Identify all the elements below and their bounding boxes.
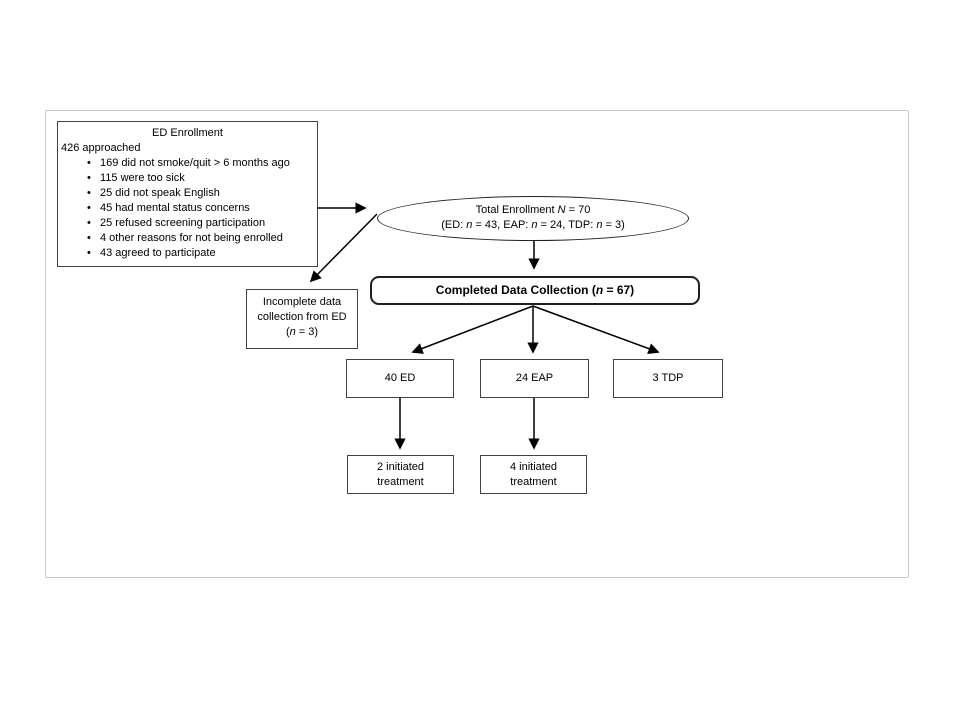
node-incomplete-data: Incomplete data collection from ED (n = … — [246, 289, 358, 349]
incomplete-data-line1: Incomplete data — [262, 296, 342, 308]
node-treatment-eap: 4 initiated treatment — [480, 455, 587, 494]
ed-enrollment-approached: 426 approached — [61, 142, 141, 154]
node-completed-data-collection: Completed Data Collection (n = 67) — [370, 276, 700, 305]
total-enrollment-line2: (ED: n = 43, EAP: n = 24, TDP: n = 3) — [441, 219, 625, 231]
treatment-eap-line2: treatment — [510, 475, 557, 488]
node-group-ed: 40 ED — [346, 359, 454, 398]
ed-enrollment-reasons-list: 169 did not smoke/quit > 6 months ago115… — [61, 156, 314, 261]
node-treatment-ed: 2 initiated treatment — [347, 455, 454, 494]
node-group-tdp: 3 TDP — [613, 359, 723, 398]
node-total-enrollment: Total Enrollment N = 70 (ED: n = 43, EAP… — [377, 196, 689, 241]
treatment-eap-line1: 4 initiated — [509, 460, 558, 473]
incomplete-data-line2: collection from ED — [257, 311, 347, 323]
completed-data-collection-label: Completed Data Collection (n = 67) — [435, 283, 635, 297]
group-tdp-label: 3 TDP — [652, 372, 684, 384]
total-enrollment-line1: Total Enrollment N = 70 — [475, 204, 591, 216]
treatment-ed-line1: 2 initiated — [376, 460, 425, 473]
incomplete-data-line3: (n = 3) — [285, 326, 319, 338]
treatment-ed-line2: treatment — [377, 475, 424, 488]
node-group-eap: 24 EAP — [480, 359, 589, 398]
group-eap-label: 24 EAP — [515, 372, 554, 384]
group-ed-label: 40 ED — [384, 372, 416, 384]
node-ed-enrollment: ED Enrollment 426 approached 169 did not… — [57, 121, 318, 267]
ed-enrollment-title: ED Enrollment — [152, 127, 223, 139]
